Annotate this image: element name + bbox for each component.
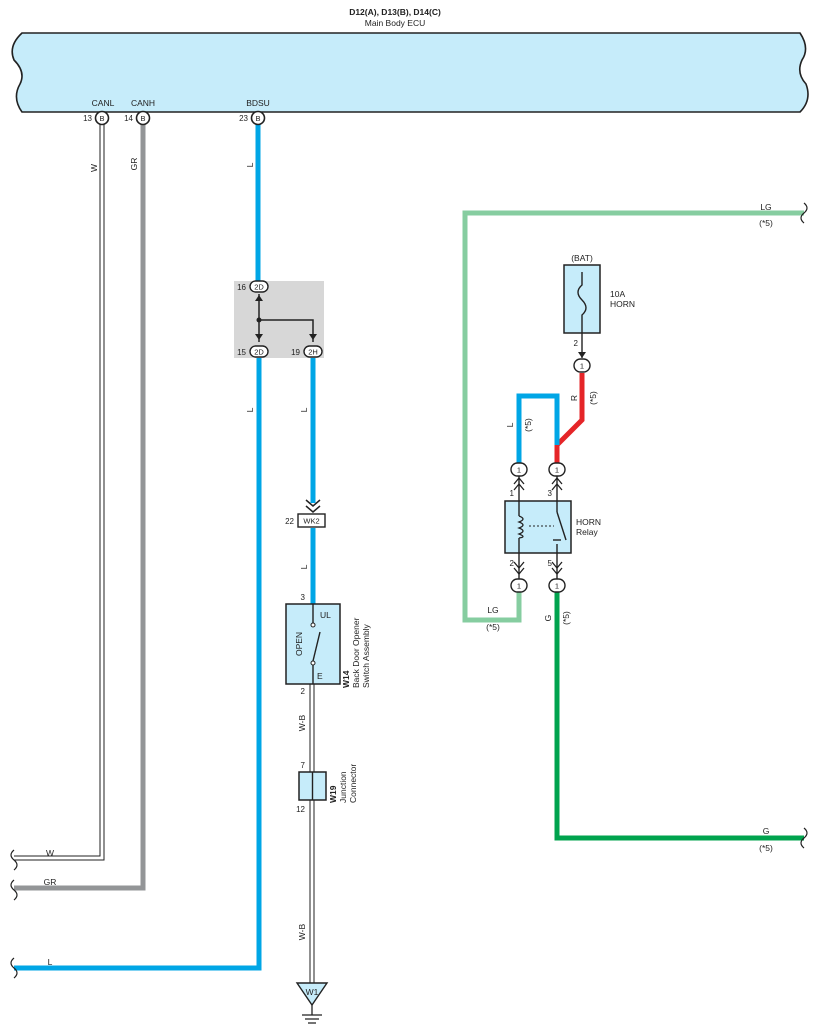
- label-gr-bottom: GR: [44, 877, 57, 887]
- label-l-relay: L: [505, 422, 515, 427]
- switch-open-label: OPEN: [294, 632, 304, 656]
- svg-text:16: 16: [237, 283, 246, 292]
- ecu-title: D12(A), D13(B), D14(C): [349, 7, 441, 17]
- svg-text:W19: W19: [328, 785, 338, 803]
- wire-l-relay-loop[interactable]: [516, 393, 560, 463]
- svg-text:UL: UL: [320, 610, 331, 620]
- break-symbols-right: [800, 202, 808, 849]
- back-door-opener-switch[interactable]: UL E OPEN 3 2 W14 Back Door Opener Switc…: [285, 593, 371, 696]
- svg-text:B: B: [99, 114, 104, 123]
- label-r: R: [569, 395, 579, 401]
- switch-code: W14: [341, 670, 351, 688]
- svg-text:HORN: HORN: [610, 299, 635, 309]
- junction-connector-w19[interactable]: 7 12 W19 Junction Connector: [296, 761, 358, 814]
- svg-text:3: 3: [548, 489, 553, 498]
- svg-text:2: 2: [510, 559, 515, 568]
- svg-text:HORN: HORN: [576, 517, 601, 527]
- svg-text:15: 15: [237, 348, 246, 357]
- label-g-vertical: G: [543, 615, 553, 622]
- svg-text:1: 1: [517, 582, 521, 591]
- svg-text:2D: 2D: [254, 348, 264, 357]
- svg-text:E: E: [317, 671, 323, 681]
- horn-relay[interactable]: 1 1 1 3 HORN Relay 2 5 1 1: [504, 462, 601, 593]
- svg-text:Junction: Junction: [338, 771, 348, 803]
- wire-canl-w[interactable]: [14, 123, 105, 861]
- svg-text:10A: 10A: [610, 289, 625, 299]
- ecu-pin-canh[interactable]: B 14: [124, 110, 151, 126]
- label-w-vertical: W: [89, 164, 99, 172]
- terminal-name-bdsu: BDSU: [246, 98, 270, 108]
- break-symbols-left: [10, 849, 18, 979]
- label-lg-top: LG: [760, 202, 771, 212]
- junction-block[interactable]: 2D 16 2D 15 2H 19: [234, 280, 324, 358]
- note-g-vertical: (*5): [561, 611, 571, 625]
- note-l-relay: (*5): [523, 418, 533, 432]
- note-lg-top: (*5): [759, 218, 773, 228]
- main-body-ecu[interactable]: D12(A), D13(B), D14(C) Main Body ECU CAN…: [11, 7, 809, 113]
- wire-lg[interactable]: [462, 210, 804, 623]
- svg-text:2H: 2H: [308, 348, 318, 357]
- svg-text:2D: 2D: [254, 283, 264, 292]
- note-r: (*5): [588, 391, 598, 405]
- terminal-name-canl: CANL: [92, 98, 115, 108]
- svg-text:2: 2: [301, 687, 306, 696]
- label-lg-bottom: LG: [487, 605, 498, 615]
- label-wb-1: W-B: [297, 714, 307, 731]
- fuse-10a-horn[interactable]: (BAT) 10A HORN 2 1: [563, 253, 635, 373]
- svg-text:Relay: Relay: [576, 527, 598, 537]
- terminal-name-canh: CANH: [131, 98, 155, 108]
- ecu-subtitle: Main Body ECU: [365, 18, 425, 28]
- svg-text:2: 2: [574, 339, 579, 348]
- svg-text:B: B: [255, 114, 260, 123]
- svg-text:7: 7: [301, 761, 306, 770]
- svg-text:12: 12: [296, 805, 305, 814]
- ground-w1[interactable]: W1: [295, 982, 329, 1024]
- label-l-right: L: [299, 407, 309, 412]
- svg-text:Connector: Connector: [348, 764, 358, 803]
- note-g-right: (*5): [759, 843, 773, 853]
- ecu-pin-bdsu[interactable]: B 23: [239, 110, 266, 126]
- pin-number-canh: 14: [124, 114, 133, 123]
- label-wb-2: W-B: [297, 923, 307, 940]
- svg-text:1: 1: [555, 466, 559, 475]
- wire-g[interactable]: [554, 592, 804, 841]
- svg-text:W1: W1: [306, 987, 319, 997]
- label-g-right: G: [763, 826, 770, 836]
- wire-l-return[interactable]: [14, 358, 262, 971]
- connector-wk2[interactable]: WK2 22: [285, 499, 326, 528]
- label-l-top: L: [245, 162, 255, 167]
- svg-text:19: 19: [291, 348, 300, 357]
- label-w-bottom: W: [46, 848, 54, 858]
- wire-r[interactable]: [554, 373, 585, 463]
- label-gr-vertical: GR: [129, 158, 139, 171]
- label-l-switch: L: [299, 564, 309, 569]
- svg-text:1: 1: [555, 582, 559, 591]
- wire-canh-gr[interactable]: [14, 123, 146, 891]
- pin-number-canl: 13: [83, 114, 92, 123]
- svg-text:1: 1: [517, 466, 521, 475]
- svg-text:5: 5: [548, 559, 553, 568]
- svg-text:(BAT): (BAT): [571, 253, 593, 263]
- svg-text:3: 3: [301, 593, 306, 602]
- wire-labels: W GR L L L L W-B W-B W GR L LG (*5) LG (…: [44, 158, 773, 967]
- svg-text:B: B: [140, 114, 145, 123]
- svg-text:1: 1: [510, 489, 515, 498]
- svg-text:22: 22: [285, 517, 294, 526]
- ecu-body: [11, 32, 809, 113]
- pin-number-bdsu: 23: [239, 114, 248, 123]
- note-lg-bottom: (*5): [486, 622, 500, 632]
- switch-name-1: Back Door Opener: [351, 617, 361, 688]
- label-l-mid: L: [245, 407, 255, 412]
- label-l-bottom: L: [48, 957, 53, 967]
- svg-text:WK2: WK2: [303, 517, 319, 526]
- svg-text:1: 1: [580, 362, 584, 371]
- switch-name-2: Switch Assembly: [361, 623, 371, 688]
- ecu-pin-canl[interactable]: B 13: [83, 110, 110, 126]
